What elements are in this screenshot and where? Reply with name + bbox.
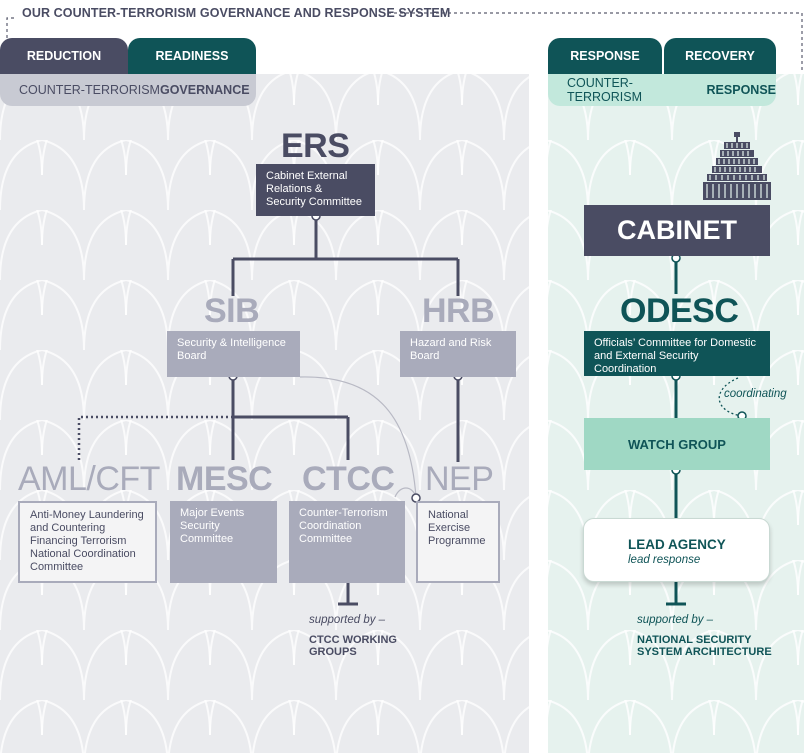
nep-acronym: NEP [425,460,494,498]
amlcft-acronym: AML/CFT [18,460,160,498]
mesc-box[interactable]: Major Events Security Committee [170,501,277,583]
ctcc-support-label: supported by – [309,614,386,626]
nsa-support-label: supported by – [637,614,714,626]
hrb-box[interactable]: Hazard and Risk Board [400,331,516,377]
tab-recovery[interactable]: RECOVERY [664,38,776,74]
tab-readiness[interactable]: READINESS [128,38,256,74]
sib-box[interactable]: Security & Intelligence Board [167,331,300,377]
nep-box[interactable]: National Exercise Programme [416,501,500,583]
lead-agency-title: LEAD AGENCY [628,537,726,552]
lead-agency-subtitle: lead response [628,554,701,566]
governance-bar-prefix: COUNTER-TERRORISM [19,83,160,97]
watch-group-box[interactable]: WATCH GROUP [584,418,770,470]
ers-box[interactable]: Cabinet External Relations & Security Co… [256,164,375,216]
cabinet-box[interactable]: CABINET [584,205,770,256]
ers-acronym: ERS [281,127,350,165]
amlcft-box[interactable]: Anti-Money Laundering and Countering Fin… [18,501,157,583]
odesc-box[interactable]: Officials’ Committee for Domestic and Ex… [584,331,770,376]
response-bar-prefix: COUNTER-TERRORISM [567,76,642,104]
coordinating-label: coordinating [724,388,787,400]
sib-acronym: SIB [204,292,260,330]
mesc-acronym: MESC [176,460,273,498]
parliament-building-icon [703,132,771,200]
ctcc-box[interactable]: Counter-Terrorism Coordination Committee [289,501,405,583]
tab-response[interactable]: RESPONSE [548,38,662,74]
odesc-acronym: ODESC [620,292,739,330]
tab-reduction[interactable]: REDUCTION [0,38,128,74]
governance-bar: COUNTER-TERRORISM GOVERNANCE [0,74,256,106]
ctcc-acronym: CTCC [302,460,395,498]
ctcc-support-value: CTCC WORKING GROUPS [309,634,397,658]
nsa-support-value: NATIONAL SECURITY SYSTEM ARCHITECTURE [637,634,772,658]
response-bar-bold: RESPONSE [706,83,776,97]
response-bar: COUNTER-TERRORISM RESPONSE [548,74,776,106]
lead-agency-box[interactable]: LEAD AGENCY lead response [583,518,770,582]
hrb-acronym: HRB [422,292,495,330]
governance-bar-bold: GOVERNANCE [159,83,250,97]
page-title: OUR COUNTER-TERRORISM GOVERNANCE AND RES… [22,6,451,20]
